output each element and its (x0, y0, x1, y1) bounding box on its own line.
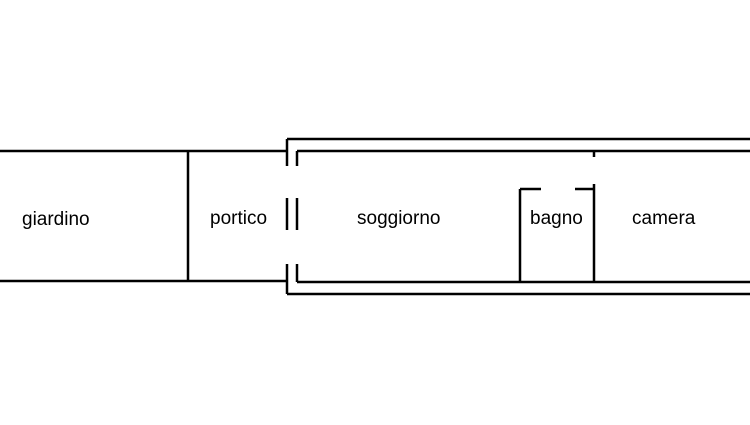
room-soggiorno: soggiorno (357, 208, 440, 229)
soggiorno-label: soggiorno (357, 208, 440, 229)
camera-label: camera (632, 208, 696, 229)
entrance-wall (285, 139, 299, 294)
room-giardino: giardino (0, 149, 188, 283)
house-outer-walls (287, 137, 750, 296)
room-portico: portico (188, 149, 287, 283)
bagno-label: bagno (530, 208, 583, 229)
giardino-label: giardino (22, 209, 90, 230)
portico-label: portico (210, 208, 267, 229)
room-camera: camera (632, 208, 696, 229)
room-bagno: bagno (518, 187, 594, 282)
